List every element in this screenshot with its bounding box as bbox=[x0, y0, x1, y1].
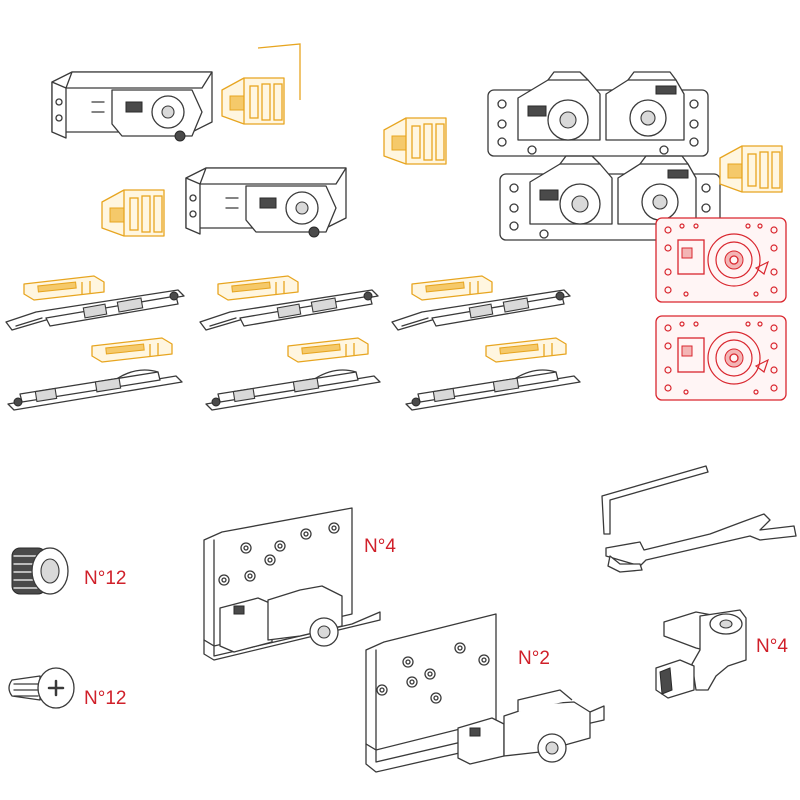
mounting-bracket-large bbox=[203, 507, 381, 661]
screw-quantity-label: N°12 bbox=[84, 688, 126, 709]
mounting-bracket-small bbox=[365, 613, 605, 773]
stopper-clip-yellow-1 bbox=[221, 43, 301, 125]
damper-set-2 bbox=[199, 275, 381, 411]
guide-quantity-label: N°4 bbox=[756, 636, 788, 657]
spring-part bbox=[11, 547, 69, 595]
bracket-large-quantity-label: N°4 bbox=[364, 536, 396, 557]
bracket-small-quantity-label: N°2 bbox=[518, 648, 550, 669]
stopper-clip-yellow-2 bbox=[101, 189, 165, 237]
roller-carriage-upper bbox=[487, 71, 709, 157]
stopper-clip-yellow-4 bbox=[719, 145, 783, 193]
stopper-clip-yellow-3 bbox=[383, 117, 447, 165]
screw-part bbox=[8, 667, 75, 709]
floor-guide-part bbox=[655, 609, 747, 699]
red-roller-plate-lower bbox=[655, 315, 787, 401]
allen-key-tool bbox=[601, 465, 709, 535]
bracket-carriage-left-lower bbox=[185, 167, 347, 238]
damper-set-1 bbox=[5, 275, 185, 411]
red-roller-plate-upper bbox=[655, 217, 787, 303]
bracket-carriage-left-upper bbox=[51, 71, 213, 142]
damper-set-3 bbox=[391, 275, 581, 411]
spanner-tool bbox=[605, 513, 797, 573]
spring-quantity-label: N°12 bbox=[84, 568, 126, 589]
